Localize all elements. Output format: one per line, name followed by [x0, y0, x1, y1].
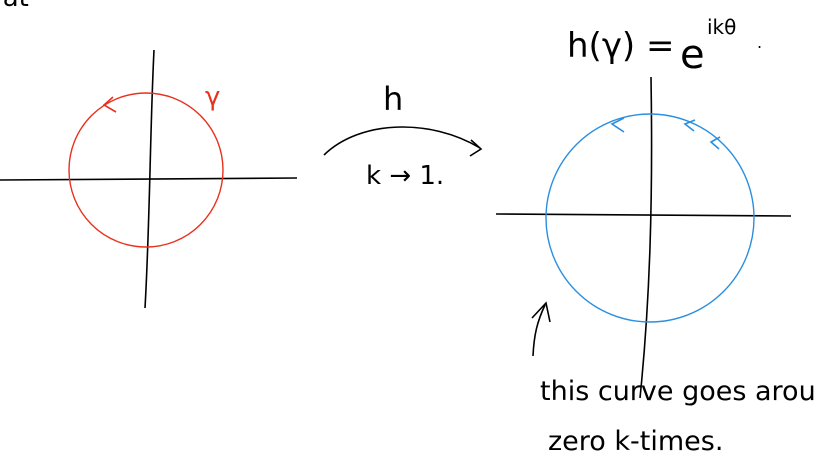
image-direction-arrow-2 — [683, 119, 696, 132]
image-curve — [545, 113, 755, 323]
formula: h(γ) = e ikθ . — [567, 15, 762, 78]
right-plane — [495, 76, 792, 399]
caption-line-2: zero k-times. — [548, 426, 723, 457]
left-plane: γ — [0, 49, 298, 309]
annotation: this curve goes around zero k-times. — [531, 301, 818, 457]
mapping-arrowhead — [469, 139, 483, 157]
right-horizontal-axis — [495, 213, 792, 217]
formula-period: . — [757, 33, 762, 52]
caption-line-1: this curve goes around — [540, 376, 818, 407]
formula-exponent: ikθ — [707, 15, 736, 39]
left-vertical-axis — [144, 49, 155, 309]
gamma-curve — [68, 92, 224, 248]
top-left-fragment: rat — [0, 0, 29, 13]
map-name-label: h — [383, 80, 403, 118]
right-vertical-axis — [639, 76, 653, 399]
gamma-direction-arrow — [102, 96, 117, 113]
mapping: h k → 1. — [323, 80, 483, 191]
image-direction-arrow-3 — [709, 136, 721, 150]
limit-label: k → 1. — [366, 161, 444, 191]
pointer-arrowhead — [531, 301, 551, 323]
image-direction-arrow-1 — [610, 117, 625, 133]
formula-lhs: h(γ) = — [567, 26, 675, 66]
pointer-arrow — [532, 304, 546, 357]
left-horizontal-axis — [0, 177, 298, 181]
gamma-label: γ — [205, 82, 220, 112]
mapping-arrow — [323, 126, 481, 156]
formula-base: e — [680, 32, 705, 78]
